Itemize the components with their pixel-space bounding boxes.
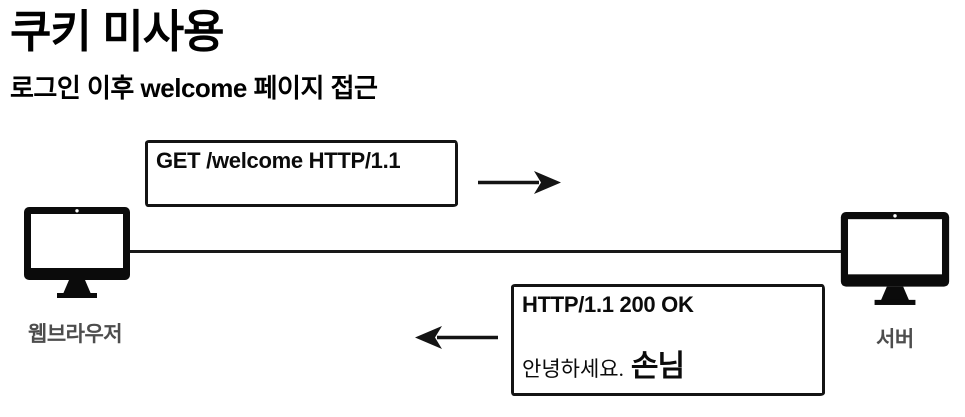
response-status-text: HTTP/1.1 200 OK	[522, 292, 694, 317]
request-message-box: GET /welcome HTTP/1.1	[145, 140, 458, 207]
monitor-icon	[840, 212, 950, 305]
request-message-text: GET /welcome HTTP/1.1	[156, 148, 401, 173]
connection-line	[130, 250, 842, 253]
arrow-right-icon	[478, 171, 561, 194]
response-message-box: HTTP/1.1 200 OK 안녕하세요. 손님	[511, 284, 825, 396]
server-label: 서버	[876, 328, 914, 351]
response-greeting-text: 안녕하세요.	[522, 357, 624, 381]
response-guest-name-text: 손님	[630, 350, 685, 383]
monitor-icon	[24, 207, 130, 298]
page-title: 쿠키 미사용	[10, 6, 225, 57]
browser-label: 웹브라우저	[28, 323, 123, 346]
response-body-line: 안녕하세요. 손님	[522, 341, 814, 385]
page-subtitle: 로그인 이후 welcome 페이지 접근	[10, 73, 378, 103]
arrow-left-icon	[415, 326, 498, 349]
